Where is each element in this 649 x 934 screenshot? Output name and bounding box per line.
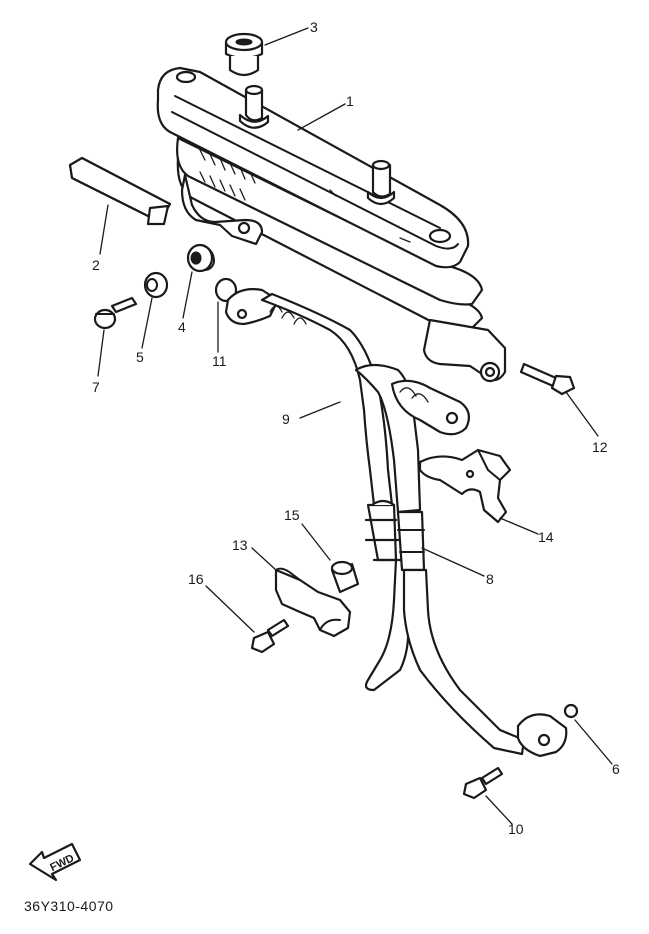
- callout-numbers: 3 1 2 4 5 11 7 9 12 15 14 13 8 16 6 10: [92, 19, 620, 837]
- strip-part-2: [68, 156, 172, 226]
- oil-cooler-part-1: [156, 66, 507, 383]
- callout-11: 11: [212, 353, 227, 369]
- callout-2: 2: [92, 257, 100, 273]
- bolt-part-16: [250, 618, 290, 654]
- washer-part-6: [563, 703, 579, 719]
- clamp-part-13: [274, 567, 352, 638]
- diagram-code: 36Y310-4070: [24, 898, 114, 914]
- callout-16: 16: [188, 571, 204, 587]
- callout-13: 13: [232, 537, 248, 553]
- oil-hose-part-8: [354, 363, 568, 758]
- callout-1: 1: [346, 93, 354, 109]
- callout-3: 3: [310, 19, 318, 35]
- callout-15: 15: [284, 507, 300, 523]
- collar-part-5: [143, 271, 169, 299]
- bolt-part-7: [93, 296, 138, 330]
- callout-6: 6: [612, 761, 620, 777]
- bolt-part-12: [519, 362, 576, 396]
- callout-8: 8: [486, 571, 494, 587]
- fwd-arrow-icon: FWD: [28, 842, 82, 882]
- clamp-part-14: [418, 448, 512, 524]
- spacer-part-15: [330, 560, 360, 594]
- bolt-part-10: [462, 766, 504, 800]
- callout-5: 5: [136, 349, 144, 365]
- callout-9: 9: [282, 411, 290, 427]
- oil-hose-part-9: [224, 288, 410, 692]
- callout-7: 7: [92, 379, 100, 395]
- grommet-part-3: [224, 32, 264, 77]
- grommet-part-4: [186, 243, 215, 273]
- callout-12: 12: [592, 439, 608, 455]
- leader-lines: [97, 27, 613, 825]
- callout-14: 14: [538, 529, 554, 545]
- callout-4: 4: [178, 319, 186, 335]
- callout-10: 10: [508, 821, 524, 837]
